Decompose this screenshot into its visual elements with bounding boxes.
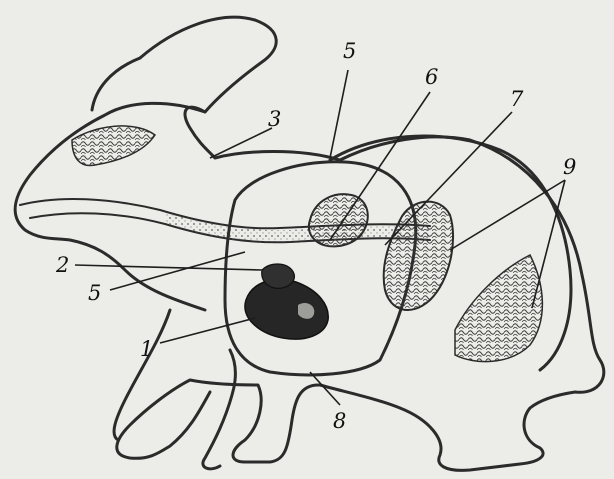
leader-9-b [532,180,565,308]
label-5-left: 5 [88,281,101,305]
lung-lower [384,202,453,310]
leader-5-top [330,70,348,158]
rabbit-ear-outline [92,58,140,110]
label-5-top: 5 [343,39,356,63]
leader-2 [75,265,262,270]
organ-9-region [455,255,542,362]
leader-9-a [450,180,565,250]
leader-1 [160,318,255,343]
label-3: 3 [268,107,281,131]
ear-textured-region [72,126,155,166]
heart-region [245,279,328,339]
label-9: 9 [563,155,576,179]
label-8: 8 [333,409,346,433]
rabbit-body-outline [117,17,604,470]
label-6: 6 [425,65,438,89]
label-7: 7 [510,87,524,111]
front-leg-1 [114,310,170,440]
heart-lobe [262,264,295,288]
front-leg-2 [203,350,235,469]
label-1: 1 [140,337,153,361]
label-2: 2 [55,253,69,277]
